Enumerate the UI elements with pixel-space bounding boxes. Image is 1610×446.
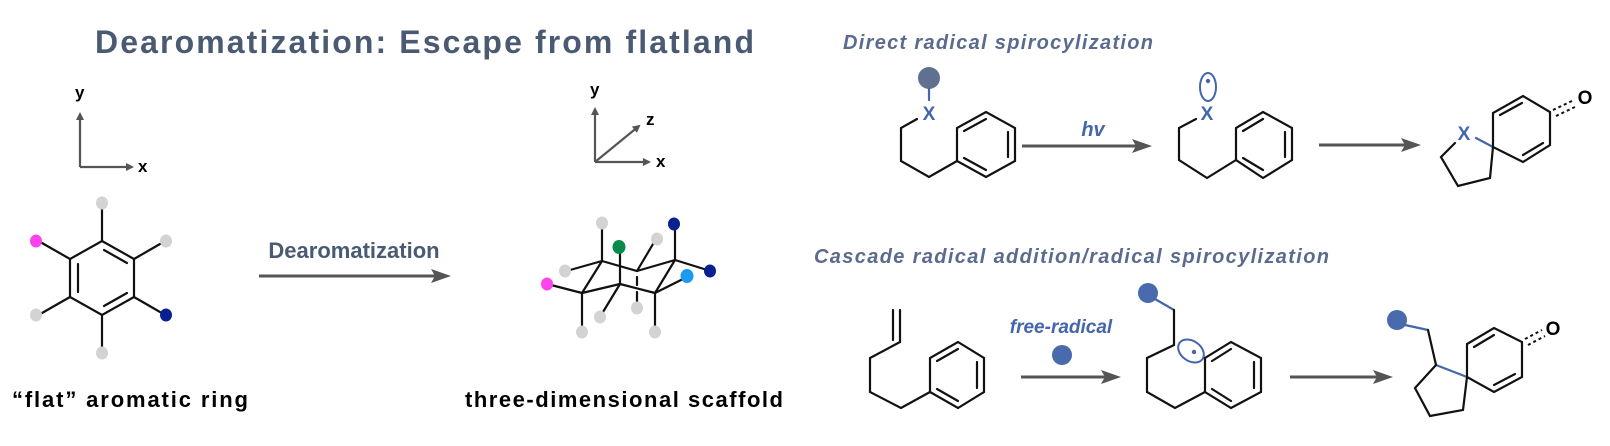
- cyclohexadienone-ring: [1491, 94, 1552, 164]
- substrate-1: X: [899, 67, 1017, 179]
- hydrogen-atom: [160, 234, 172, 248]
- radical-intermediate-1: X: [1177, 72, 1294, 180]
- radical-electron: [1191, 349, 1197, 355]
- radical-orbital: [1177, 338, 1205, 364]
- cascade-heading: Cascade radical addition/radical spirocy…: [814, 246, 1329, 268]
- heteroatom-x: X: [1458, 124, 1471, 145]
- benzene-ring: [955, 110, 1017, 179]
- hydrogen-atom: [651, 232, 663, 246]
- benzene-ring: [68, 239, 136, 317]
- group-dot: [918, 67, 940, 89]
- x-axis-label: x: [138, 157, 148, 176]
- heteroatom-x: X: [923, 104, 936, 125]
- z-axis-arrow: [594, 124, 641, 163]
- axes-3d: y z x: [590, 80, 666, 171]
- dearomatization-label: Dearomatization: [268, 238, 439, 263]
- benzene-ring: [1203, 340, 1263, 410]
- radical-orbital: [1199, 72, 1217, 102]
- hydrogen-atom: [30, 308, 42, 322]
- page-title: Dearomatization: Escape from flatland: [95, 24, 754, 60]
- scaffold-label: three-dimensional scaffold: [465, 387, 783, 412]
- radical-intermediate-2: [1138, 283, 1263, 410]
- radical-electron: [1205, 78, 1211, 84]
- y-axis-label: y: [590, 80, 600, 99]
- hydrogen-atom: [631, 301, 643, 315]
- hydrogen-atom: [596, 216, 608, 230]
- free-radical-label: free-radical: [1010, 317, 1113, 338]
- heteroatom-x: X: [1201, 104, 1214, 125]
- hydrogen-atom: [594, 310, 606, 324]
- hydrogen-atom: [96, 196, 108, 210]
- oxygen-atom: O: [1546, 319, 1561, 340]
- substituent-navy: [160, 308, 172, 322]
- axes-2d: y x: [75, 83, 148, 176]
- hydrogen-atom: [559, 264, 571, 278]
- direct-heading: Direct radical spirocylization: [843, 32, 1153, 54]
- oxygen-atom: O: [1578, 88, 1593, 109]
- substituent-magenta: [30, 234, 42, 248]
- free-radical-dot: [1052, 345, 1072, 365]
- x-axis-label: x: [656, 152, 666, 171]
- z-axis-label: z: [646, 110, 655, 129]
- substituent-green: [612, 240, 626, 254]
- three-dimensional-scaffold: [541, 216, 716, 339]
- hydrogen-atom: [576, 325, 588, 339]
- substituent-navy: [668, 217, 680, 231]
- spiro-product-2: O: [1387, 310, 1561, 418]
- spiro-product-1: X O: [1439, 88, 1593, 188]
- benzene-ring: [928, 340, 986, 410]
- substituent-magenta: [541, 277, 553, 291]
- hv-label: hv: [1081, 119, 1106, 141]
- hydrogen-atom: [96, 346, 108, 360]
- radical-group-dot: [1387, 310, 1407, 330]
- radical-group-dot: [1138, 283, 1158, 303]
- benzene-ring: [1234, 110, 1294, 180]
- flat-ring-label: “flat” aromatic ring: [12, 387, 248, 412]
- flat-aromatic-ring: [30, 196, 172, 360]
- cyclohexadienone-ring: [1465, 326, 1524, 394]
- substituent-light-blue: [680, 269, 694, 283]
- substituent-navy: [704, 264, 716, 278]
- alkene-substrate: [868, 308, 986, 410]
- y-axis-label: y: [75, 83, 85, 102]
- hydrogen-atom: [649, 325, 661, 339]
